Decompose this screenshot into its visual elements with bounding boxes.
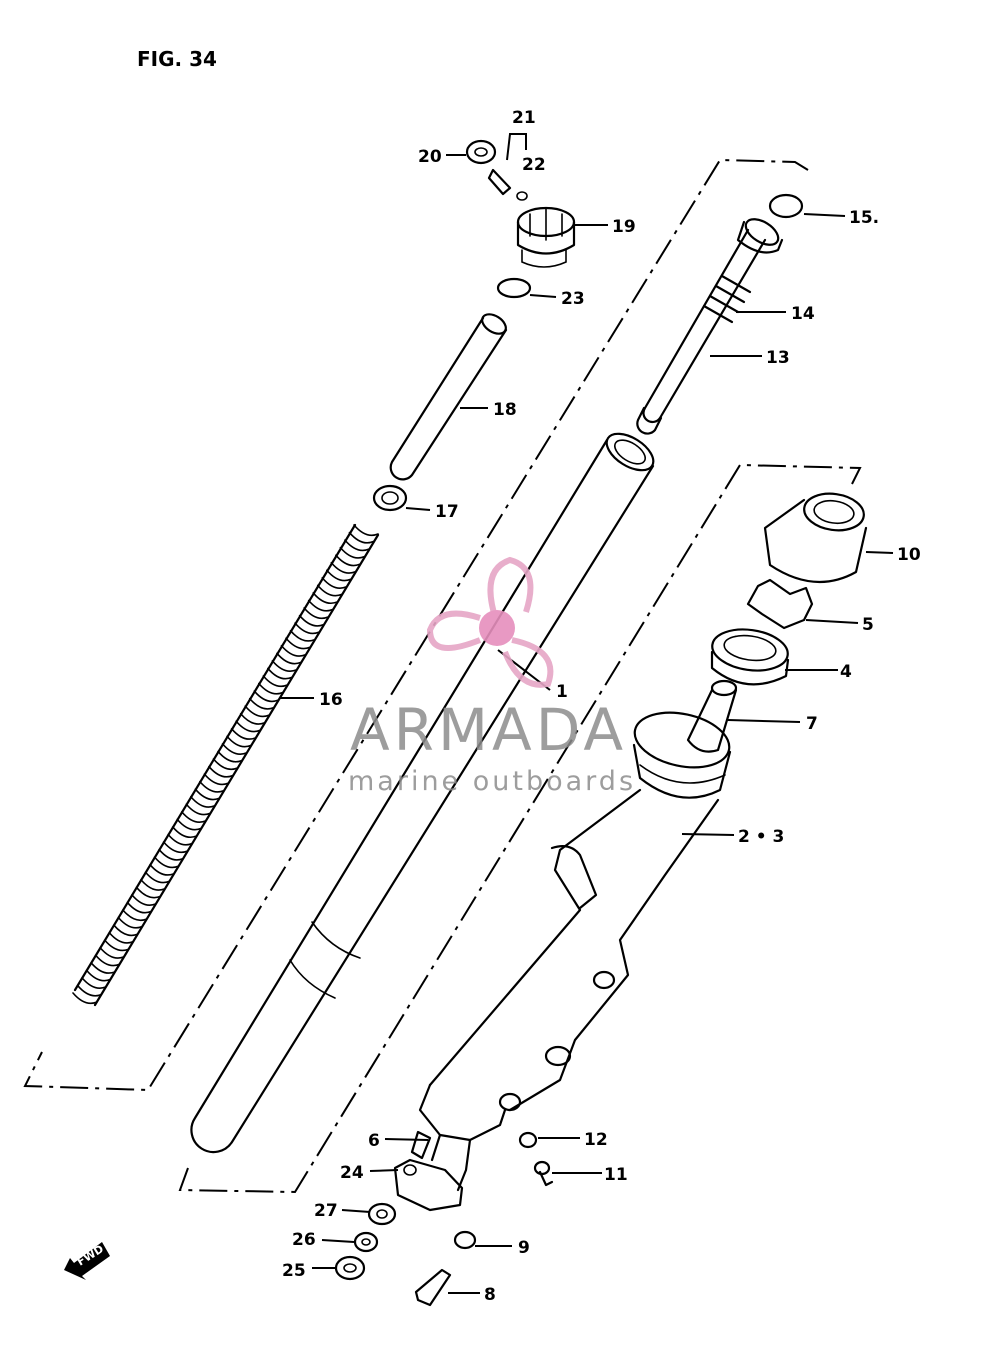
callout-19: 19 bbox=[612, 217, 636, 237]
callout-25: 25 bbox=[282, 1261, 306, 1281]
nut bbox=[453, 1230, 477, 1250]
dust-seal bbox=[763, 492, 868, 584]
spacer-tube bbox=[389, 313, 508, 481]
air-valve-cap bbox=[465, 139, 497, 165]
air-valve bbox=[487, 168, 528, 201]
callout-14: 14 bbox=[791, 304, 815, 324]
callout-12: 12 bbox=[584, 1130, 608, 1150]
spring-washer bbox=[353, 1231, 379, 1253]
axle-nut bbox=[334, 1255, 366, 1281]
rebound-spring bbox=[702, 274, 752, 324]
assembly-bracket-outer bbox=[178, 463, 862, 1194]
watermark-tagline: marine outboards bbox=[348, 766, 636, 797]
callout-1: 1 bbox=[556, 682, 568, 702]
piston-ring bbox=[768, 193, 804, 219]
stud-bolt bbox=[410, 1130, 432, 1160]
inner-fork-tube bbox=[190, 432, 655, 1154]
callout-21: 21 bbox=[512, 108, 536, 128]
callout-18: 18 bbox=[493, 400, 517, 420]
spring-seat bbox=[372, 484, 408, 512]
fork-spring bbox=[72, 523, 380, 1007]
arrow-left-icon bbox=[64, 1242, 110, 1280]
clamp-bolt bbox=[414, 1268, 452, 1307]
callout-8: 8 bbox=[484, 1285, 496, 1305]
axle-washer bbox=[367, 1202, 397, 1226]
stopper-ring bbox=[746, 578, 814, 630]
callout-9: 9 bbox=[518, 1238, 530, 1258]
callout-16: 16 bbox=[319, 690, 343, 710]
oil-seal bbox=[710, 628, 790, 686]
callout-4: 4 bbox=[840, 662, 852, 682]
callout-5: 5 bbox=[862, 615, 874, 635]
figure-title: FIG. 34 bbox=[137, 47, 217, 71]
callout-22: 22 bbox=[522, 155, 546, 175]
callout-6: 6 bbox=[368, 1131, 380, 1151]
callout-7: 7 bbox=[806, 714, 818, 734]
callout-10: 10 bbox=[897, 545, 921, 565]
watermark-brand: ARMADA bbox=[350, 696, 627, 764]
propeller-logo-icon bbox=[426, 556, 554, 688]
callout-11: 11 bbox=[604, 1165, 628, 1185]
callout-27: 27 bbox=[314, 1201, 338, 1221]
callout-23: 23 bbox=[561, 289, 585, 309]
callout-labels: 1 2 • 3 4 5 6 7 8 9 10 11 12 13 14 15. 1… bbox=[282, 108, 921, 1305]
damper-rod bbox=[636, 218, 784, 435]
o-ring bbox=[496, 277, 532, 299]
cylinder-base bbox=[686, 679, 738, 753]
drain-screw bbox=[533, 1160, 554, 1187]
axle-holder bbox=[393, 1158, 464, 1212]
callout-13: 13 bbox=[766, 348, 790, 368]
callout-15: 15. bbox=[849, 208, 879, 228]
outer-fork-tube bbox=[418, 711, 732, 1192]
fork-cap-bolt bbox=[516, 206, 576, 268]
callout-26: 26 bbox=[292, 1230, 316, 1250]
callout-20: 20 bbox=[418, 147, 442, 167]
callout-2-3: 2 • 3 bbox=[738, 827, 784, 847]
washer bbox=[518, 1131, 538, 1149]
assembly-bracket-inner bbox=[23, 158, 809, 1092]
forward-direction-marker: FWD bbox=[64, 1242, 110, 1280]
callout-24: 24 bbox=[340, 1163, 364, 1183]
callout-17: 17 bbox=[435, 502, 459, 522]
